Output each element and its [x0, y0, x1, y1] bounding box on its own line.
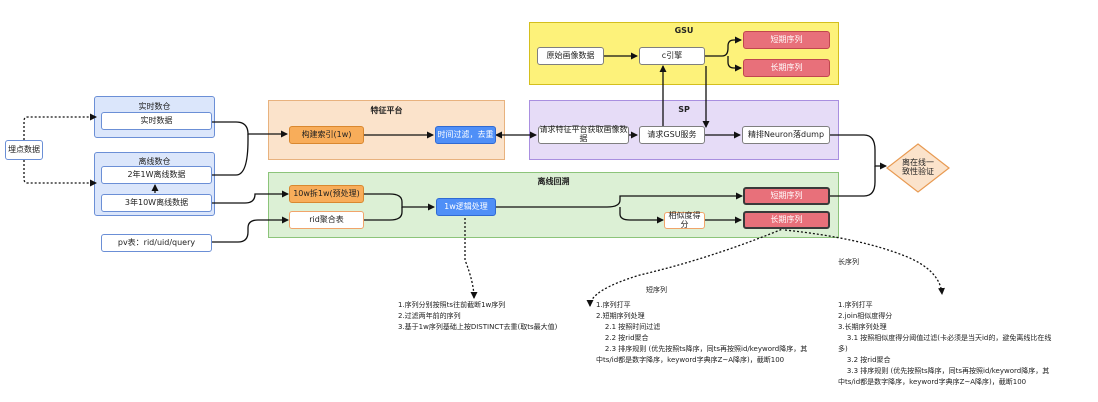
consistency-text: 离在线一 致性验证 — [902, 158, 934, 176]
offline-long-seq-label: 长期序列 — [770, 214, 803, 224]
tracking-data-source: 埋点数据 — [5, 140, 43, 160]
time-filter-label: 时间过滤，去重 — [437, 129, 494, 139]
request-profile-box: 请求特征平台获取画像数据 — [538, 125, 629, 144]
realtime-data-box: 实时数据 — [101, 112, 212, 130]
offline-2y-box: 2年1W离线数据 — [101, 166, 212, 184]
feature-platform-title: 特征平台 — [370, 106, 403, 115]
pv-table-label: pv表：rid/uid/query — [117, 237, 196, 247]
realtime-data-label: 实时数据 — [140, 115, 173, 125]
build-index-label: 构建索引(1w) — [301, 129, 352, 139]
consistency-diamond — [886, 143, 950, 193]
gsu-long-seq-label: 长期序列 — [770, 62, 803, 72]
logic-process-box: 1w逻辑处理 — [436, 198, 496, 216]
neuron-dump-label: 精排Neuron落dump — [747, 129, 825, 139]
offline-group-title: 离线数仓 — [138, 157, 171, 166]
gsu-short-seq-label: 短期序列 — [770, 34, 803, 44]
gsu-short-seq-box: 短期序列 — [743, 31, 830, 49]
short-seq-curve-label: 短序列 — [646, 285, 667, 295]
pv-table-box: pv表：rid/uid/query — [101, 234, 212, 252]
raw-profile-label: 原始画像数据 — [546, 50, 595, 60]
c-engine-label: c引擎 — [661, 50, 683, 60]
tracking-data-label: 埋点数据 — [8, 144, 40, 154]
similarity-score-box: 相似度得分 — [664, 210, 705, 229]
realtime-group-title: 实时数仓 — [138, 102, 171, 111]
gsu-title: GSU — [674, 26, 694, 35]
offline-short-seq-label: 短期序列 — [770, 190, 803, 200]
preprocess-box: 10w拆1w(预处理) — [289, 185, 364, 203]
long-seq-curve-label: 长序列 — [838, 257, 859, 267]
similarity-score-label: 相似度得分 — [668, 210, 701, 229]
c-engine-box: c引擎 — [639, 47, 705, 65]
consistency-label: 离在线一 致性验证 — [896, 155, 940, 181]
rid-agg-label: rid聚合表 — [309, 214, 344, 224]
offline-3y-label: 3年10W离线数据 — [124, 197, 189, 207]
short-seq-note: 1.序列打平 2.短期序列处理 2.1 按照时间过滤 2.2 按rid聚合 2.… — [596, 301, 808, 364]
logic-process-label: 1w逻辑处理 — [444, 201, 488, 211]
neuron-dump-box: 精排Neuron落dump — [742, 126, 830, 144]
request-profile-label: 请求特征平台获取画像数据 — [539, 125, 628, 143]
offline-long-seq-box: 长期序列 — [743, 211, 830, 229]
request-gsu-label: 请求GSU服务 — [647, 129, 697, 139]
rid-agg-box: rid聚合表 — [289, 211, 364, 229]
raw-profile-box: 原始画像数据 — [537, 47, 604, 65]
sp-title: SP — [678, 105, 690, 114]
build-index-box: 构建索引(1w) — [289, 126, 364, 144]
gsu-long-seq-box: 长期序列 — [743, 59, 830, 77]
offline-short-seq-box: 短期序列 — [743, 187, 830, 205]
request-gsu-box: 请求GSU服务 — [639, 126, 705, 144]
offline-3y-box: 3年10W离线数据 — [101, 194, 212, 212]
time-filter-dedup-box: 时间过滤，去重 — [435, 126, 496, 144]
preprocess-label: 10w拆1w(预处理) — [293, 188, 360, 198]
offline-backtrack-title: 离线回溯 — [537, 177, 570, 186]
long-seq-note: 1.序列打平 2.join相似度得分 3.长期序列处理 3.1 按照相似度得分阈… — [838, 301, 1052, 386]
logic-note: 1.序列分别按照ts往前截断1w序列 2.过滤两年前的序列 3.基于1w序列基础… — [398, 301, 558, 331]
offline-2y-label: 2年1W离线数据 — [127, 169, 186, 179]
